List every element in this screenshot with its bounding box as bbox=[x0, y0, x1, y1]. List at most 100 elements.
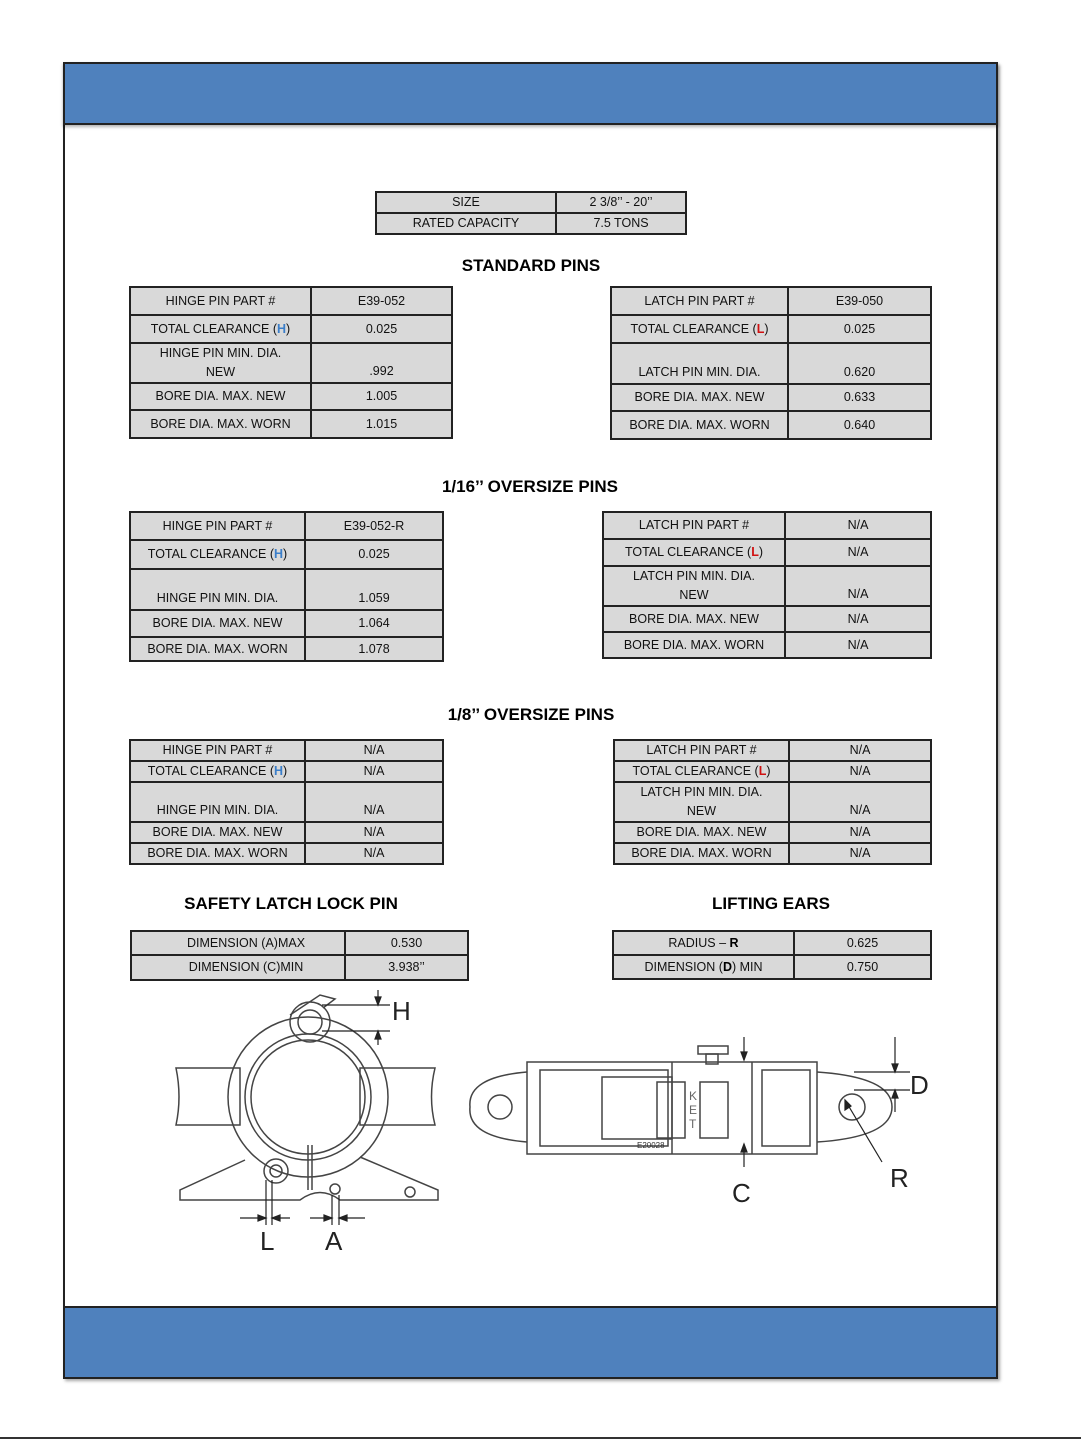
plunger-knob bbox=[697, 1045, 729, 1055]
clearance-letter-h: H bbox=[273, 547, 284, 561]
capacity-label: RATED CAPACITY bbox=[375, 212, 557, 235]
table-row: HINGE PIN PART # N/A bbox=[129, 739, 444, 762]
hinge-clearance-value: 0.025 bbox=[310, 314, 453, 344]
radius-value: 0.625 bbox=[793, 930, 932, 956]
left-handle bbox=[175, 1067, 241, 1126]
table-row: RATED CAPACITY 7.5 TONS bbox=[375, 212, 687, 235]
table-row: BORE DIA. MAX. WORN 0.640 bbox=[610, 410, 932, 440]
label-h: H bbox=[392, 996, 411, 1026]
oversize-16-heading: 1/16’’ OVERSIZE PINS bbox=[441, 477, 619, 496]
handle-hole bbox=[404, 1186, 416, 1198]
latch-pin-inner bbox=[269, 1164, 283, 1178]
latch-clearance-value: N/A bbox=[788, 760, 932, 783]
table-row: RADIUS – R 0.625 bbox=[612, 930, 932, 956]
hinge-bore-new-label: BORE DIA. MAX. NEW bbox=[129, 609, 306, 638]
table-row: BORE DIA. MAX. NEW N/A bbox=[613, 821, 932, 844]
table-row: LATCH PIN MIN. DIA. 0.620 bbox=[610, 342, 932, 385]
table-row: HINGE PIN MIN. DIA. 1.059 bbox=[129, 568, 444, 611]
latch-part-value: N/A bbox=[788, 739, 932, 762]
hinge-part-value: N/A bbox=[304, 739, 444, 762]
base-plate bbox=[179, 1156, 439, 1201]
latch-min-dia-label: LATCH PIN MIN. DIA.NEW bbox=[613, 781, 790, 823]
dimension-a-value: 0.530 bbox=[344, 930, 469, 956]
stamp-e: E bbox=[689, 1103, 697, 1117]
table-row: BORE DIA. MAX. WORN N/A bbox=[602, 631, 932, 659]
hinge-min-dia-label: HINGE PIN MIN. DIA.NEW bbox=[129, 342, 312, 384]
hinge-min-dia-label: HINGE PIN MIN. DIA. bbox=[129, 781, 306, 823]
hinge-bore-new-label: BORE DIA. MAX. NEW bbox=[129, 382, 312, 411]
latch-bore-new-label: BORE DIA. MAX. NEW bbox=[602, 605, 786, 633]
oversize8-hinge-table: HINGE PIN PART # N/A TOTAL CLEARANCE (H)… bbox=[129, 739, 444, 865]
label-c: C bbox=[732, 1178, 751, 1208]
dimension-d-label: DIMENSION (D) MIN bbox=[612, 954, 795, 980]
table-row: DIMENSION (C)MIN 3.938’’ bbox=[130, 954, 469, 981]
table-row: HINGE PIN PART # E39-052-R bbox=[129, 511, 444, 541]
table-row: TOTAL CLEARANCE (L) N/A bbox=[602, 538, 932, 567]
right-lifting-ear bbox=[816, 1071, 893, 1143]
latch-bore-worn-label: BORE DIA. MAX. WORN bbox=[602, 631, 786, 659]
table-row: LATCH PIN PART # N/A bbox=[613, 739, 932, 762]
latch-part-label: LATCH PIN PART # bbox=[613, 739, 790, 762]
hinge-bore-new-label: BORE DIA. MAX. NEW bbox=[129, 821, 306, 844]
hinge-min-dia-label: HINGE PIN MIN. DIA. bbox=[129, 568, 306, 611]
latch-clearance-label: TOTAL CLEARANCE (L) bbox=[610, 314, 789, 344]
latch-min-dia-value: N/A bbox=[784, 565, 932, 607]
hinge-bore-worn-label: BORE DIA. MAX. WORN bbox=[129, 409, 312, 439]
oversize8-latch-table: LATCH PIN PART # N/A TOTAL CLEARANCE (L)… bbox=[613, 739, 932, 865]
page-bottom-rule bbox=[0, 1437, 1081, 1439]
latch-bore-new-label: BORE DIA. MAX. NEW bbox=[610, 383, 789, 412]
latch-bore-new-value: N/A bbox=[788, 821, 932, 844]
dimension-d-value: 0.750 bbox=[793, 954, 932, 980]
hinge-clearance-label: TOTAL CLEARANCE (H) bbox=[129, 539, 306, 570]
header-band bbox=[63, 62, 998, 125]
lock-pin-hole bbox=[329, 1183, 341, 1195]
latch-part-label: LATCH PIN PART # bbox=[610, 286, 789, 316]
label-l: L bbox=[260, 1226, 274, 1256]
latch-bore-worn-label: BORE DIA. MAX. WORN bbox=[610, 410, 789, 440]
safety-latch-table: DIMENSION (A)MAX 0.530 DIMENSION (C)MIN … bbox=[130, 930, 469, 981]
radius-label: RADIUS – R bbox=[612, 930, 795, 956]
hinge-clearance-value: 0.025 bbox=[304, 539, 444, 570]
table-row: LATCH PIN MIN. DIA.NEW N/A bbox=[613, 781, 932, 823]
table-row: TOTAL CLEARANCE (H) 0.025 bbox=[129, 314, 453, 344]
safety-latch-heading: SAFETY LATCH LOCK PIN bbox=[184, 894, 398, 913]
table-row: BORE DIA. MAX. WORN N/A bbox=[613, 842, 932, 865]
table-row: LATCH PIN MIN. DIA.NEW N/A bbox=[602, 565, 932, 607]
clearance-letter-h: H bbox=[276, 321, 287, 336]
label-r: R bbox=[890, 1163, 909, 1193]
capacity-value: 7.5 TONS bbox=[555, 212, 687, 235]
lifting-ears-table: RADIUS – R 0.625 DIMENSION (D) MIN 0.750 bbox=[612, 930, 932, 980]
part-number-stamp: E20028 bbox=[637, 1141, 665, 1150]
hinge-tab bbox=[289, 994, 337, 1016]
dimension-a-label: DIMENSION (A)MAX bbox=[130, 930, 346, 956]
hinge-bore-worn-label: BORE DIA. MAX. WORN bbox=[129, 842, 306, 865]
table-row: BORE DIA. MAX. NEW 1.064 bbox=[129, 609, 444, 638]
size-label: SIZE bbox=[375, 191, 557, 214]
hinge-bore-worn-value: 1.078 bbox=[304, 636, 444, 662]
table-row: BORE DIA. MAX. WORN 1.078 bbox=[129, 636, 444, 662]
label-d: D bbox=[910, 1070, 929, 1100]
dimension-c-value: 3.938’’ bbox=[344, 954, 469, 981]
stamp-k: K bbox=[689, 1089, 697, 1103]
right-handle bbox=[359, 1067, 436, 1126]
latch-bore-worn-value: N/A bbox=[788, 842, 932, 865]
hinge-min-dia-value: N/A bbox=[304, 781, 444, 823]
left-ear-hole bbox=[487, 1094, 513, 1120]
latch-part-value: N/A bbox=[784, 511, 932, 540]
table-row: TOTAL CLEARANCE (H) 0.025 bbox=[129, 539, 444, 570]
hinge-bore-worn-value: N/A bbox=[304, 842, 444, 865]
hinge-part-value: E39-052-R bbox=[304, 511, 444, 541]
latch-clearance-label: TOTAL CLEARANCE (L) bbox=[602, 538, 786, 567]
latch-block bbox=[699, 1081, 729, 1139]
table-row: BORE DIA. MAX. WORN N/A bbox=[129, 842, 444, 865]
table-row: BORE DIA. MAX. NEW N/A bbox=[129, 821, 444, 844]
hinge-clearance-label: TOTAL CLEARANCE (H) bbox=[129, 760, 306, 783]
table-row: TOTAL CLEARANCE (H) N/A bbox=[129, 760, 444, 783]
left-lifting-ear bbox=[469, 1071, 528, 1143]
table-row: TOTAL CLEARANCE (L) 0.025 bbox=[610, 314, 932, 344]
latch-bore-worn-value: 0.640 bbox=[787, 410, 932, 440]
hinge-bore-new-value: 1.064 bbox=[304, 609, 444, 638]
lifting-ears-heading: LIFTING EARS bbox=[711, 894, 831, 913]
summary-table: SIZE 2 3/8’’ - 20’’ RATED CAPACITY 7.5 T… bbox=[375, 191, 687, 235]
hinge-clearance-label: TOTAL CLEARANCE (H) bbox=[129, 314, 312, 344]
